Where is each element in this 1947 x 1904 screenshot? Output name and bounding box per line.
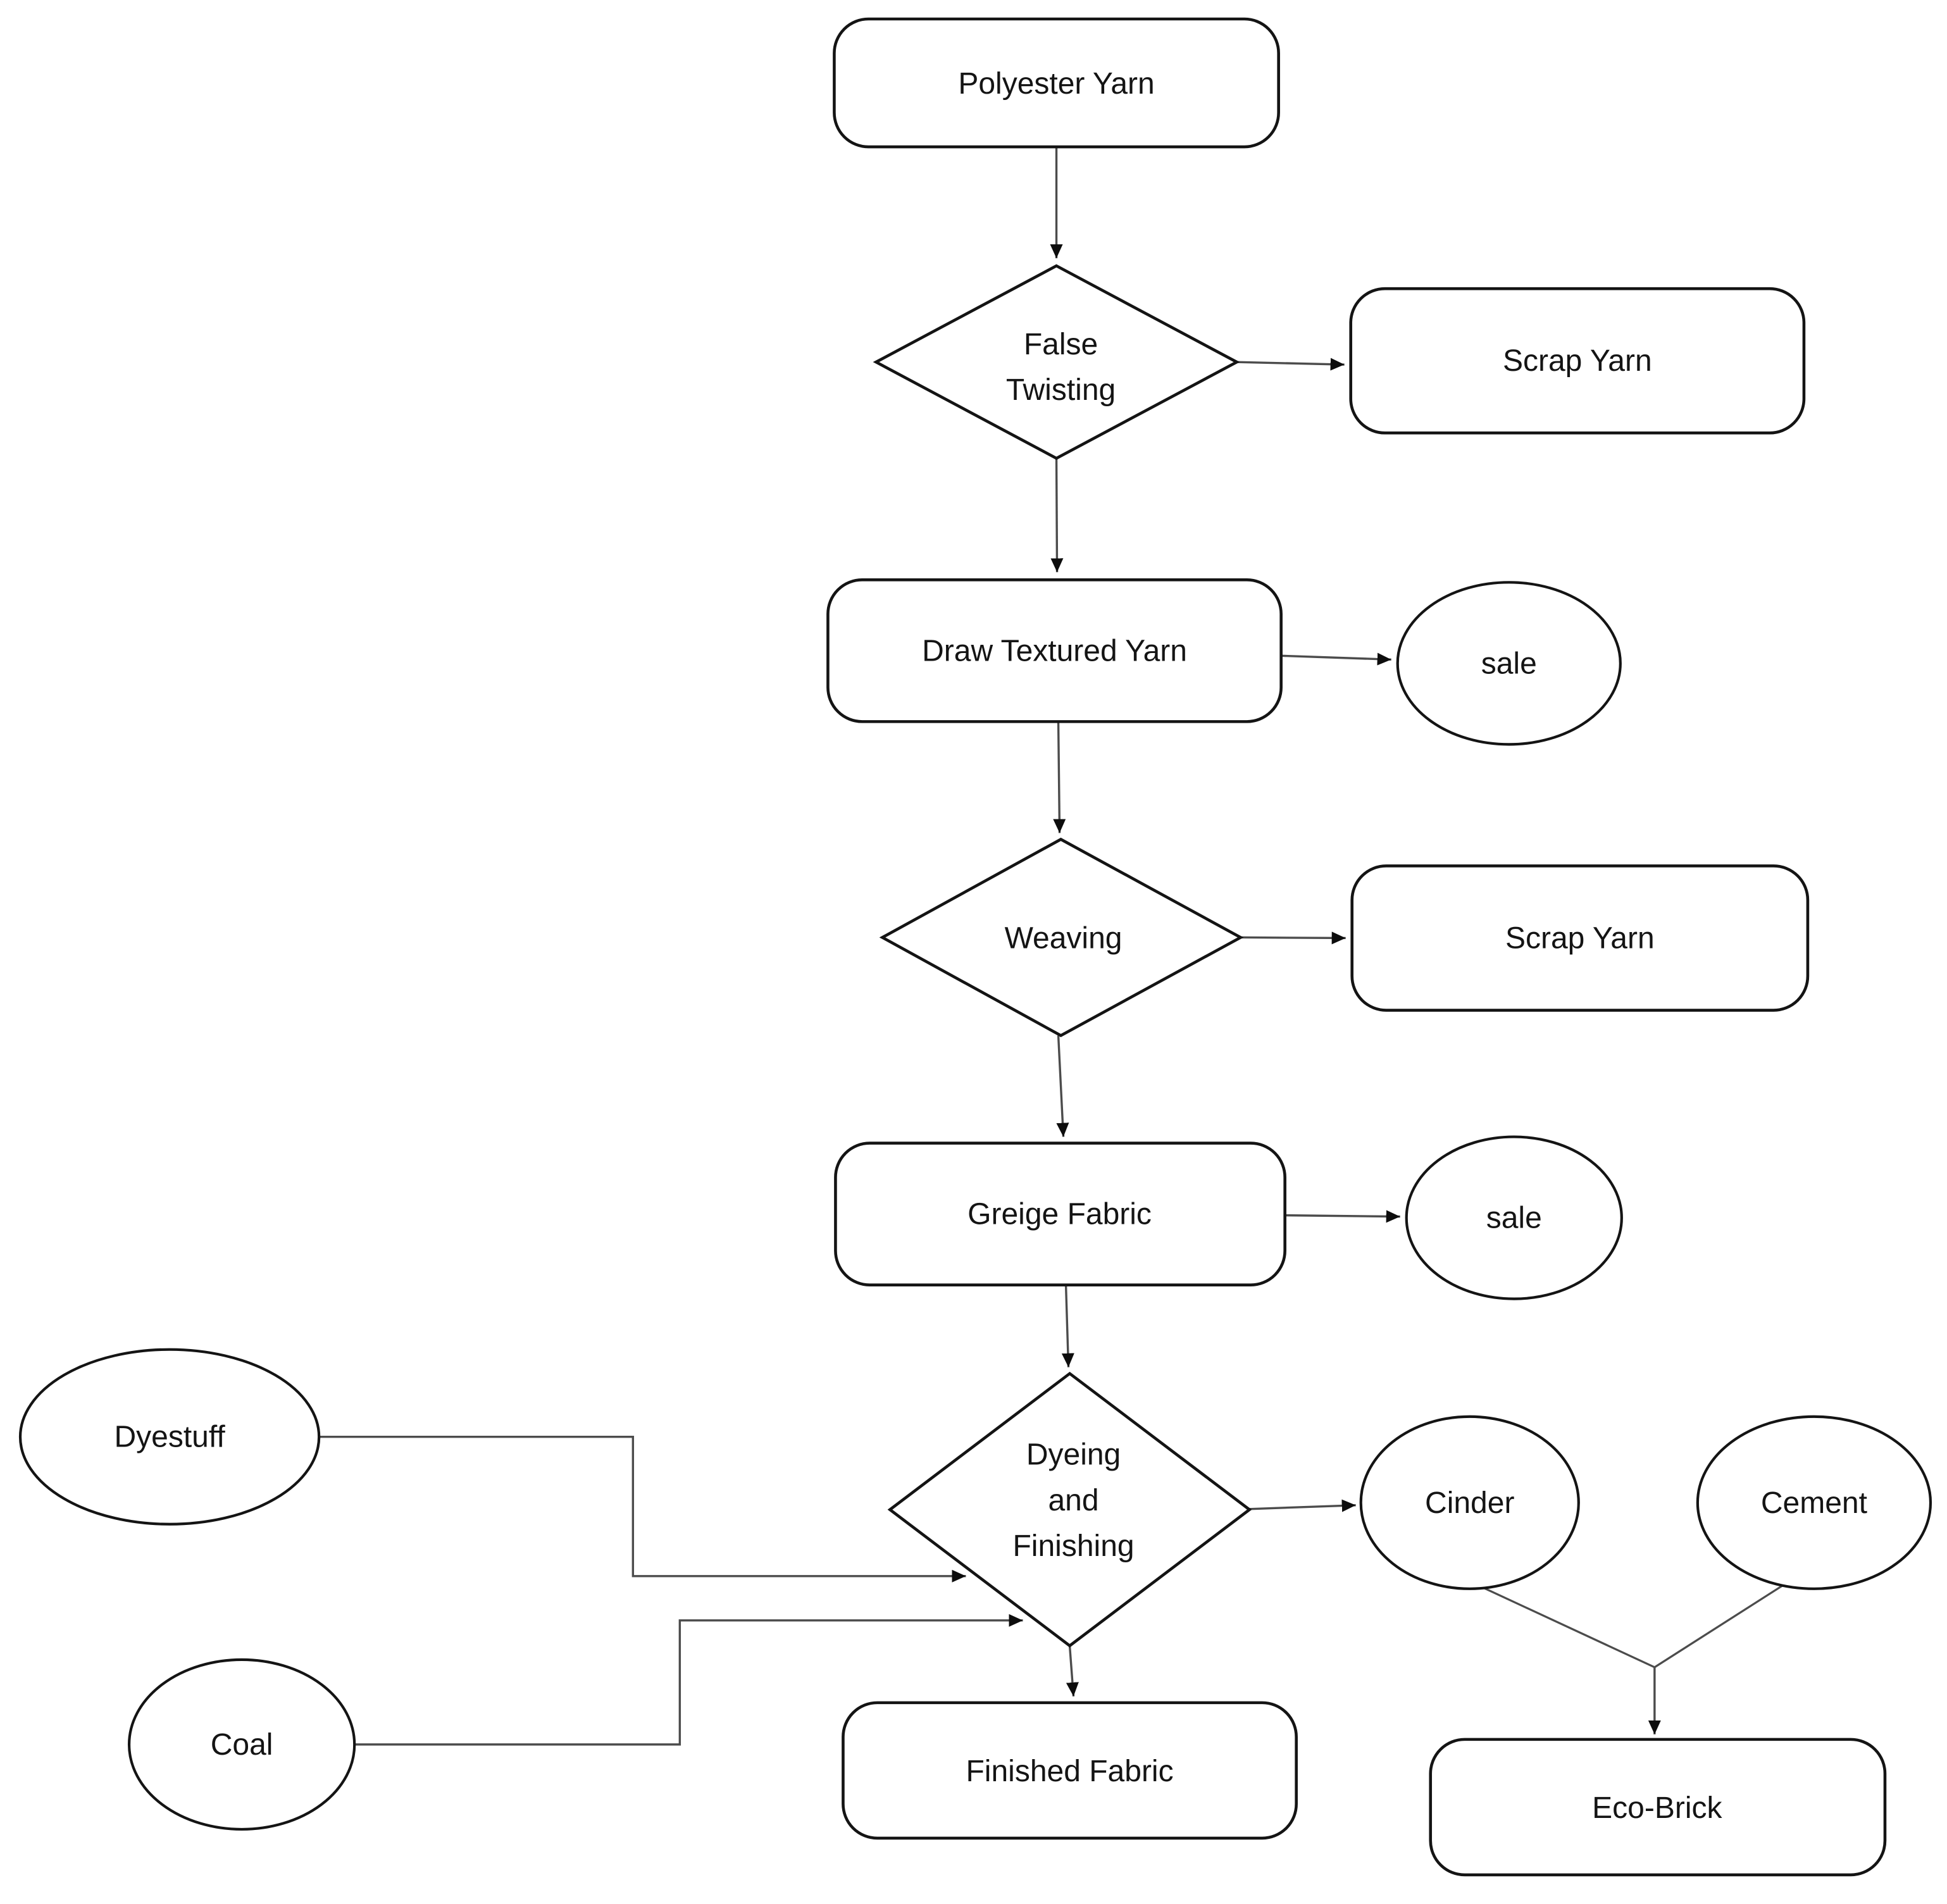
edge-weaving-to-greige-fabric	[1056, 1035, 1069, 1137]
sale-bottom-ellipse	[1405, 1135, 1623, 1300]
node-greige-fabric: Greige Fabric	[834, 1142, 1286, 1286]
dyestuff-label: Dyestuff	[114, 1421, 225, 1454]
weaving-diamond	[879, 837, 1244, 1038]
draw-textured-yarn-box	[826, 578, 1283, 723]
edge-greige-fabric-to-dyeing-and-finishing	[1061, 1285, 1074, 1367]
node-scrap-yarn-bottom: Scrap Yarn	[1350, 864, 1810, 1012]
dyeing-and-finishing-diamond	[887, 1371, 1252, 1648]
edge-draw-textured-yarn-to-sale-top	[1281, 652, 1391, 666]
node-coal: Coal	[127, 1658, 356, 1831]
node-false-twisting: False Twisting	[873, 264, 1240, 460]
eco-brick-label: Eco-Brick	[1592, 1791, 1722, 1825]
coal-label: Coal	[211, 1728, 273, 1762]
draw-textured-yarn-label: Draw Textured Yarn	[922, 634, 1187, 668]
line-cement-to-junction	[1653, 1581, 1788, 1669]
eco-brick-box	[1429, 1738, 1887, 1877]
cinder-ellipse	[1359, 1415, 1580, 1590]
node-dyeing-and-finishing: Dyeing and Finishing	[887, 1371, 1252, 1648]
greige-fabric-box	[834, 1142, 1286, 1286]
edge-dyeing-and-finishing-to-finished-fabric	[1066, 1645, 1079, 1696]
node-draw-textured-yarn: Draw Textured Yarn	[826, 578, 1283, 723]
node-cinder: Cinder	[1359, 1415, 1580, 1590]
edge-dyeing-and-finishing-to-cinder	[1249, 1499, 1356, 1512]
edge-weaving-to-scrap-yarn-bottom	[1240, 931, 1346, 945]
node-eco-brick: Eco-Brick	[1429, 1738, 1887, 1877]
scrap-yarn-bottom-box	[1350, 864, 1810, 1012]
node-sale-bottom: sale	[1405, 1135, 1623, 1300]
node-polyester-yarn: Polyester Yarn	[833, 17, 1280, 149]
node-scrap-yarn-top: Scrap Yarn	[1349, 287, 1806, 435]
node-weaving: Weaving	[879, 837, 1244, 1038]
node-dyestuff: Dyestuff	[18, 1348, 321, 1526]
node-sale-top: sale	[1396, 581, 1622, 746]
dyeing-and-finishing-label-line2: and	[1048, 1484, 1099, 1517]
edge-dyestuff-to-dyeing-and-finishing	[319, 1436, 966, 1583]
cinder-label: Cinder	[1425, 1486, 1514, 1520]
sale-bottom-label: sale	[1486, 1202, 1542, 1235]
false-twisting-label-line1: False	[1024, 328, 1098, 361]
finished-fabric-label: Finished Fabric	[966, 1755, 1173, 1788]
edge-draw-textured-yarn-to-weaving	[1053, 721, 1066, 833]
node-finished-fabric: Finished Fabric	[842, 1701, 1298, 1840]
dyeing-and-finishing-label-line3: Finishing	[1013, 1529, 1135, 1563]
sale-top-ellipse	[1396, 581, 1622, 746]
weaving-label: Weaving	[1005, 921, 1123, 955]
edge-coal-to-dyeing-and-finishing	[354, 1614, 1023, 1746]
finished-fabric-box	[842, 1701, 1298, 1840]
line-cinder-to-junction	[1477, 1584, 1655, 1669]
polyester-yarn-label: Polyester Yarn	[958, 67, 1154, 101]
dyeing-and-finishing-label-line1: Dyeing	[1026, 1438, 1121, 1472]
scrap-yarn-bottom-label: Scrap Yarn	[1505, 921, 1655, 955]
polyester-yarn-box	[833, 17, 1280, 149]
scrap-yarn-top-box	[1349, 287, 1806, 435]
greige-fabric-label: Greige Fabric	[967, 1198, 1152, 1231]
false-twisting-label-line2: Twisting	[1006, 373, 1116, 407]
coal-ellipse	[127, 1658, 356, 1831]
edge-false-twisting-to-scrap-yarn-top	[1236, 358, 1345, 371]
scrap-yarn-top-label: Scrap Yarn	[1503, 344, 1652, 378]
sale-top-label: sale	[1481, 647, 1537, 680]
cement-label: Cement	[1761, 1486, 1867, 1520]
cement-ellipse	[1696, 1415, 1932, 1590]
edge-greige-fabric-to-sale-bottom	[1285, 1210, 1400, 1223]
node-cement: Cement	[1696, 1415, 1932, 1590]
false-twisting-diamond	[873, 264, 1240, 460]
dyestuff-ellipse	[18, 1348, 321, 1526]
